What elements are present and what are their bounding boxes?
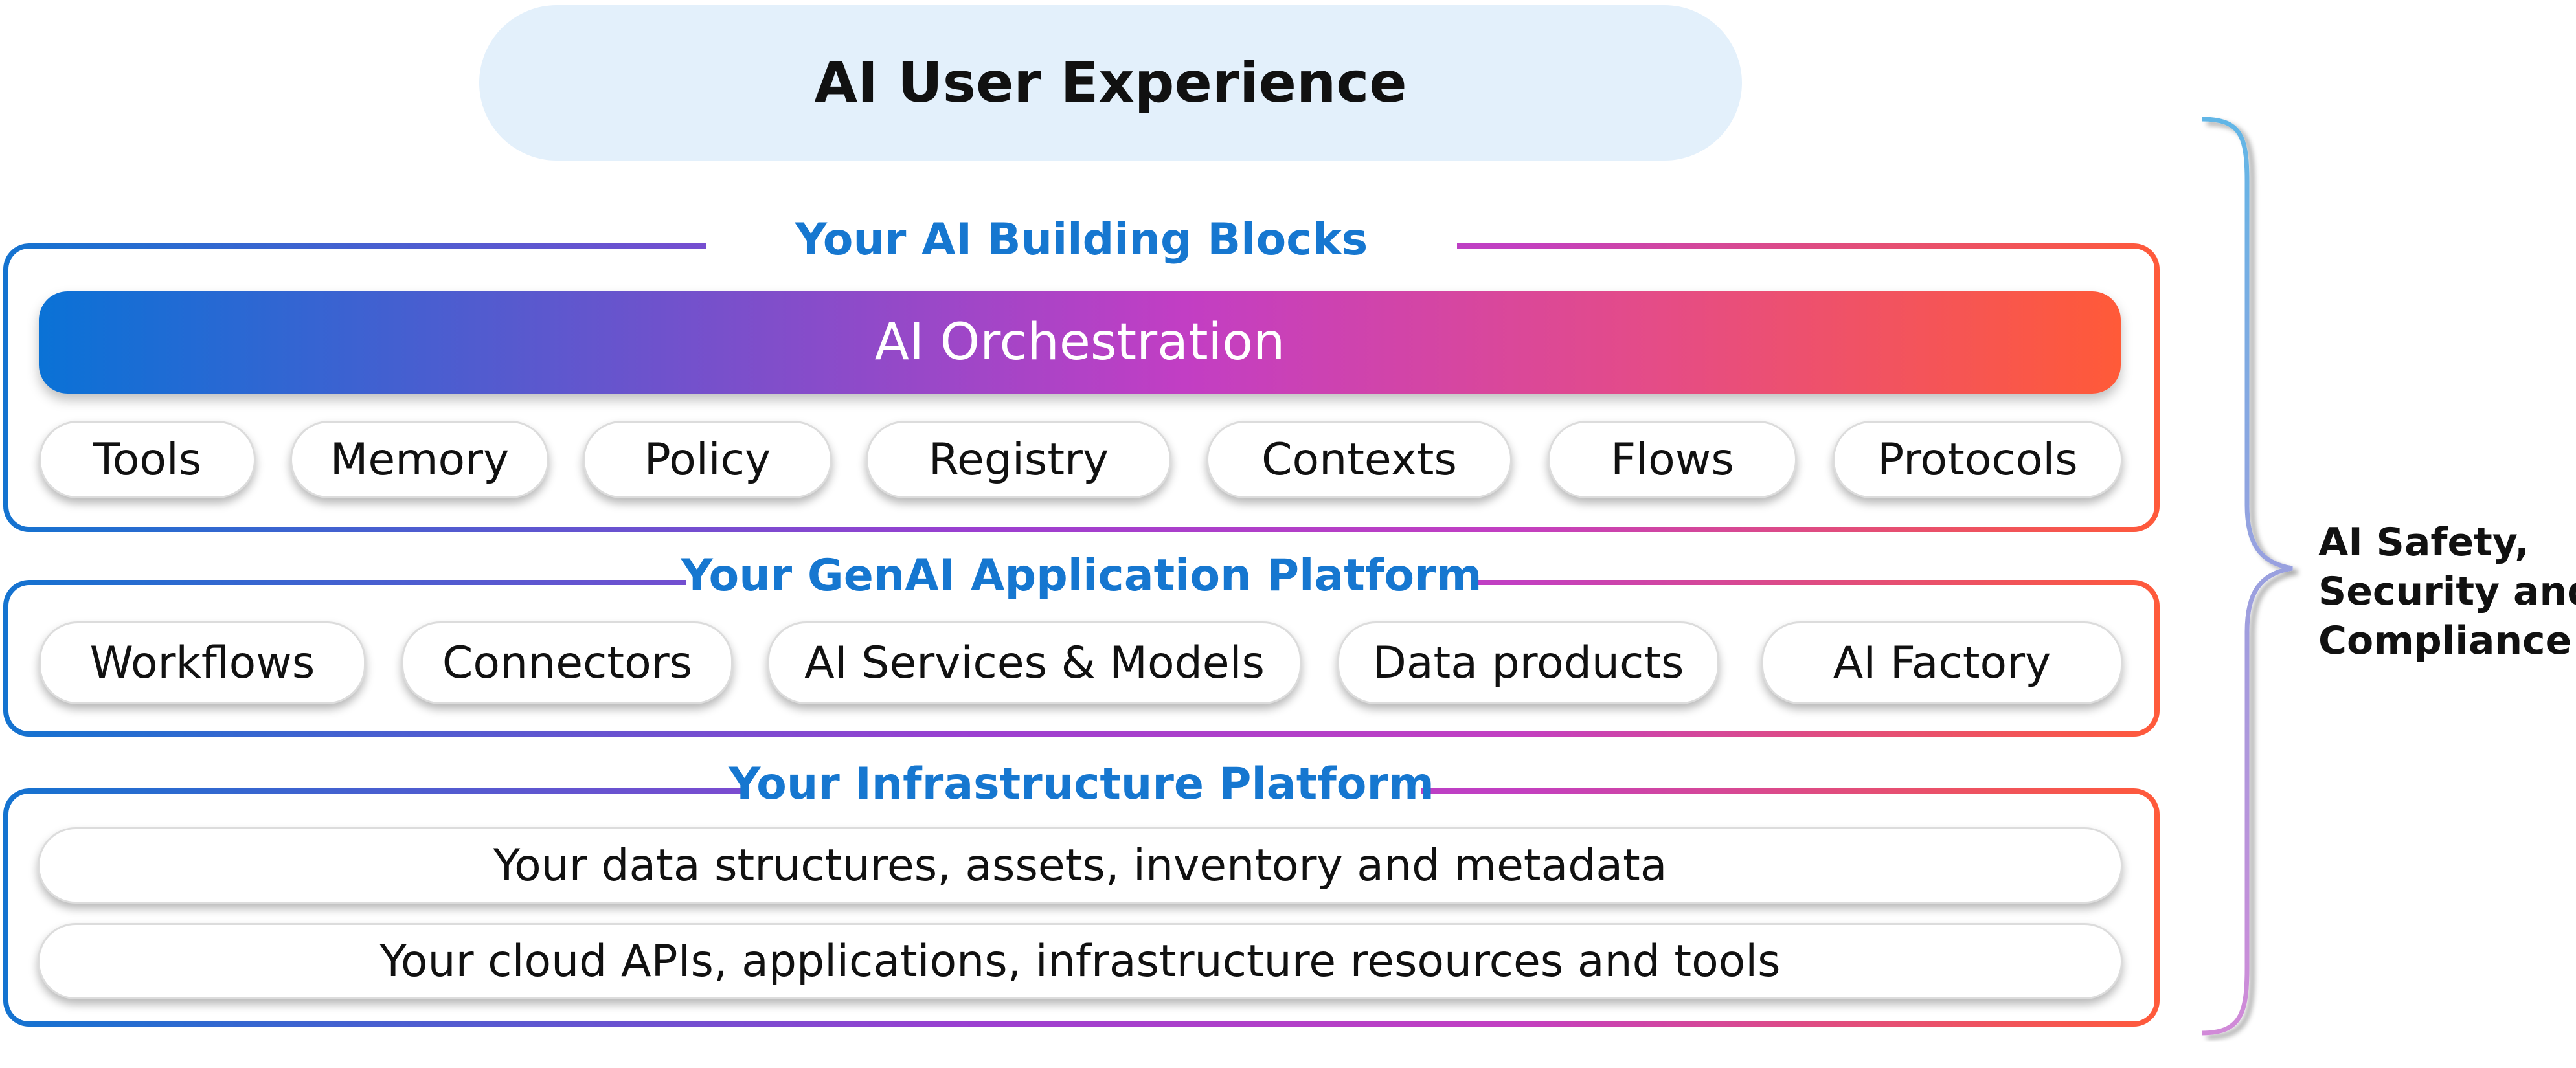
chip-protocols: Protocols	[1833, 421, 2123, 498]
chip-connectors: Connectors	[401, 621, 733, 704]
ai-user-experience-layer: AI User Experience	[479, 5, 1742, 161]
genai-platform-title: Your GenAI Application Platform	[681, 540, 1482, 611]
safety-brace-icon	[2201, 117, 2293, 1036]
side-label-line-2: Security and	[2318, 569, 2576, 614]
chip-registry: Registry	[866, 421, 1171, 498]
chip-policy: Policy	[583, 421, 832, 498]
chip-ai-factory: AI Factory	[1761, 621, 2123, 704]
ai-user-experience-label: AI User Experience	[814, 50, 1407, 115]
infra-row-cloud: Your cloud APIs, applications, infrastru…	[38, 923, 2123, 999]
safety-security-compliance-label: AI Safety, Security and Compliance	[2318, 518, 2576, 665]
chip-memory: Memory	[290, 421, 549, 498]
chip-tools: Tools	[39, 421, 256, 498]
chip-contexts: Contexts	[1206, 421, 1512, 498]
side-label-line-3: Compliance	[2318, 618, 2572, 663]
side-label-line-1: AI Safety,	[2318, 520, 2530, 565]
chip-ai-services-models: AI Services & Models	[767, 621, 1302, 704]
chip-flows: Flows	[1548, 421, 1797, 498]
ai-orchestration-label: AI Orchestration	[874, 313, 1285, 372]
chip-data-products: Data products	[1337, 621, 1719, 704]
infra-row-data: Your data structures, assets, inventory …	[38, 827, 2123, 904]
infrastructure-title: Your Infrastructure Platform	[729, 748, 1434, 819]
building-blocks-title: Your AI Building Blocks	[706, 204, 1457, 275]
chip-workflows: Workflows	[39, 621, 366, 704]
ai-orchestration-bar: AI Orchestration	[39, 291, 2121, 394]
